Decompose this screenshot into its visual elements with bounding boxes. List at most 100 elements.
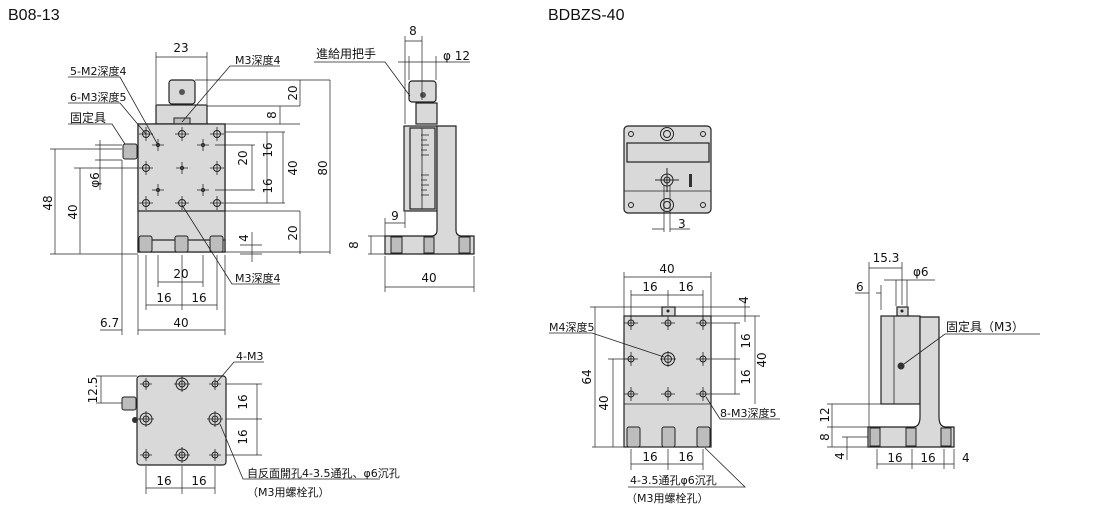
dim-16-b: 16 (236, 429, 250, 444)
dim-16-b: 16 (920, 451, 935, 465)
dim-16-e: 16 (642, 450, 657, 464)
dim-12-5: 12.5 (86, 377, 100, 404)
dim-20-bottom: 20 (173, 267, 188, 281)
clamp-screw-icon (897, 362, 905, 370)
hole-centerline (139, 161, 153, 175)
dim-16-d: 16 (191, 291, 206, 305)
label-m3-depth4-bottom: M3深度4 (235, 271, 281, 285)
label-bolt-holes: （M3用螺栓孔） (626, 491, 709, 505)
hole-centerline (660, 351, 676, 367)
dim-40-left: 40 (66, 204, 80, 219)
scale-window (409, 127, 436, 210)
dim-4: 4 (833, 452, 847, 460)
hole-icon (700, 131, 706, 137)
bottom-holes (138, 376, 223, 463)
base-screw (458, 236, 471, 254)
neck-slot (173, 117, 191, 125)
hole-centerline (174, 447, 190, 463)
hole-icon (663, 201, 671, 209)
dim-40-bottom: 40 (173, 316, 188, 330)
bdbzs-top-view: 3 (623, 125, 712, 232)
slot-icon (689, 174, 692, 187)
dim-20-top: 20 (286, 85, 300, 100)
dim-phi6: φ6 (913, 265, 929, 279)
clamp-knob-icon (132, 417, 138, 423)
label-feed-handle: 進給用把手 (316, 47, 376, 61)
hole-centerline (696, 387, 710, 401)
base-screw (940, 427, 952, 447)
dim-6-7: 6.7 (100, 316, 119, 330)
hole-centerline (152, 184, 164, 196)
hole-centerline (140, 449, 152, 461)
dim-4: 4 (237, 234, 251, 242)
label-through-holes: 4-3.5通孔φ6沉孔 (630, 474, 717, 487)
dim-64: 64 (580, 369, 594, 384)
label-8-m3-depth5: 8-M3深度5 (720, 406, 776, 420)
hole-centerline (139, 196, 153, 210)
dim-15-3: 15.3 (873, 251, 900, 265)
base-screw (626, 426, 641, 448)
dim-16-c: 16 (156, 474, 171, 488)
base-screw (390, 236, 403, 254)
base-screw (423, 236, 435, 254)
top-band (626, 142, 710, 163)
dim-8: 8 (818, 433, 832, 441)
dim-16-c: 16 (156, 291, 171, 305)
dim-16-f: 16 (678, 450, 693, 464)
hole-icon (628, 131, 634, 137)
side-column (867, 316, 955, 448)
hole-centerline (661, 387, 675, 401)
dim-3: 3 (678, 217, 686, 231)
base-screw (869, 427, 881, 447)
dim-8-base: 8 (347, 241, 361, 249)
dim-80: 80 (316, 160, 330, 175)
front-holes (139, 127, 224, 210)
dim-phi12: φ 12 (443, 49, 470, 63)
scale-marks (421, 128, 429, 209)
clamp (121, 396, 137, 411)
side-body (880, 315, 921, 405)
dim-20-low: 20 (286, 225, 300, 240)
hole-icon (628, 202, 634, 208)
dim-phi6: φ6 (88, 172, 102, 188)
hole-centerline (209, 378, 221, 390)
label-clamp: 固定具 (70, 110, 106, 125)
hole-centerline (210, 127, 224, 141)
hole-centerline (197, 184, 209, 196)
dim-16-a: 16 (261, 142, 275, 157)
dim-6: 6 (856, 280, 864, 294)
title-b08-13: B08-13 (8, 7, 60, 24)
b08-side-view: 8 φ 12 9 8 40 進給用把手 (314, 24, 475, 292)
dim-4-b: 4 (962, 451, 970, 465)
hole-centerline (210, 161, 224, 175)
hole-centerline (138, 411, 154, 427)
label-clamp-m3: 固定具（M3） (946, 319, 1024, 334)
dim-16-b: 16 (678, 280, 693, 294)
base-screw (905, 427, 917, 447)
stage-top (137, 123, 226, 212)
handle-neck (415, 102, 438, 125)
hole-icon (700, 202, 706, 208)
hole-centerline (661, 316, 675, 330)
dim-23: 23 (173, 41, 188, 55)
hole-icon (660, 198, 674, 212)
bdbzs-side-view: 15.3 φ6 6 12 8 4 16 16 4 固定具（M3） (818, 251, 1040, 469)
knob-screw-icon (179, 89, 185, 95)
hole-centerline (176, 162, 188, 174)
label-m3-depth4-top: M3深度4 (235, 53, 281, 67)
label-5-m2-depth4: 5-M2深度4 (70, 64, 126, 78)
hole-centerline (624, 387, 638, 401)
title-bdbzs-40: BDBZS-40 (548, 7, 625, 24)
dim-48: 48 (41, 195, 55, 210)
label-bolt-holes: （M3用螺栓孔） (247, 485, 330, 499)
label-m4-depth5: M4深度5 (549, 320, 595, 334)
dim-16-a: 16 (236, 394, 250, 409)
front-holes (624, 316, 710, 401)
side-column (384, 125, 475, 255)
b08-front-view: 23 20 8 80 40 16 16 20 20 4 48 40 φ6 20 … (41, 41, 331, 335)
hole-icon (660, 127, 674, 141)
dim-40-right: 40 (286, 160, 300, 175)
hole-centerline (210, 196, 224, 210)
hole-centerline (209, 449, 221, 461)
feed-handle (408, 80, 437, 103)
